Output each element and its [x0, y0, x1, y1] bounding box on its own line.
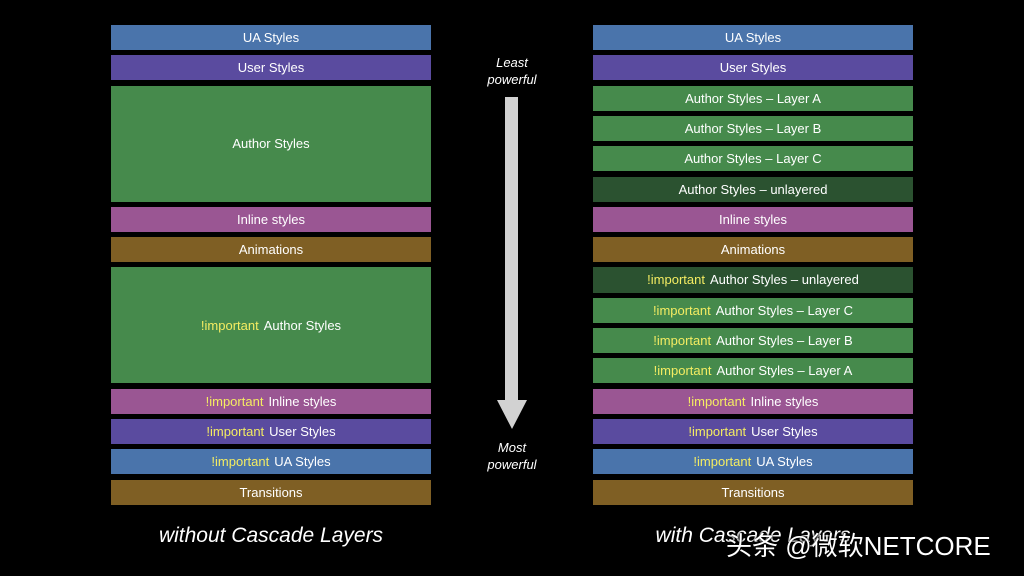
left-block-4: Animations: [111, 237, 431, 263]
important-prefix: !important: [647, 272, 705, 288]
block-label: UA Styles: [756, 454, 813, 470]
right-block-3: Author Styles – Layer B: [593, 115, 913, 142]
left-block-0: UA Styles: [111, 25, 431, 51]
important-prefix: !important: [687, 393, 746, 409]
right-block-2: Author Styles – Layer A: [593, 85, 913, 111]
block-label: Author Styles – Layer A: [716, 363, 853, 379]
block-label: Author Styles – Layer B: [716, 333, 853, 349]
most-label-line2: powerful: [487, 457, 537, 472]
important-prefix: !important: [688, 423, 747, 439]
block-label: User Styles: [269, 423, 336, 439]
least-powerful-label: Least powerful: [470, 54, 554, 88]
right-block-4: Author Styles – Layer C: [593, 146, 913, 172]
block-label: Author Styles – unlayered: [709, 272, 859, 288]
most-powerful-label: Most powerful: [470, 439, 554, 473]
block-label: Inline styles: [237, 211, 305, 227]
block-label: Author Styles – Layer C: [684, 151, 822, 167]
block-label: Author Styles: [232, 136, 310, 152]
block-label: Animations: [720, 242, 786, 258]
important-prefix: !important: [200, 317, 259, 333]
important-prefix: !important: [693, 454, 752, 470]
left-block-9: Transitions: [111, 479, 431, 505]
important-prefix: !important: [653, 363, 712, 379]
block-label: Inline styles: [719, 211, 787, 227]
important-prefix: !important: [211, 454, 270, 470]
important-prefix: !important: [653, 333, 712, 349]
block-label: Inline styles: [750, 393, 819, 409]
down-arrow-shaft: [505, 97, 518, 402]
right-block-1: User Styles: [593, 55, 913, 81]
least-label-line1: Least: [496, 55, 528, 70]
down-arrow-icon: [497, 400, 527, 429]
left-block-3: Inline styles: [111, 206, 431, 232]
right-block-7: Animations: [593, 237, 913, 263]
right-caption: with Cascade Layers: [655, 524, 851, 547]
block-label: Author Styles – unlayered: [678, 181, 828, 197]
block-label: User Styles: [237, 60, 305, 76]
right-block-5: Author Styles – unlayered: [593, 176, 913, 202]
block-label: Author Styles – Layer A: [685, 90, 821, 106]
left-block-1: User Styles: [111, 55, 431, 81]
block-label: User Styles: [719, 60, 787, 76]
block-label: UA Styles: [274, 454, 331, 470]
right-block-6: Inline styles: [593, 206, 913, 232]
right-block-0: UA Styles: [593, 25, 913, 51]
block-label: Author Styles – Layer C: [715, 302, 854, 318]
watermark: 头条 @微软NETCORE: [726, 531, 991, 561]
left-caption: without Cascade Layers: [158, 524, 384, 547]
important-prefix: !important: [652, 302, 711, 318]
least-label-line2: powerful: [487, 72, 537, 87]
block-label: UA Styles: [724, 30, 782, 46]
block-label: Inline styles: [268, 393, 337, 409]
block-label: Author Styles: [263, 317, 342, 333]
block-label: Author Styles – Layer B: [684, 120, 822, 136]
right-block-15: Transitions: [593, 479, 913, 505]
block-label: UA Styles: [242, 30, 300, 46]
important-prefix: !important: [205, 393, 264, 409]
most-label-line1: Most: [497, 440, 527, 455]
block-label: Transitions: [239, 484, 303, 500]
block-label: Animations: [238, 242, 304, 258]
block-label: Transitions: [721, 484, 785, 500]
important-prefix: !important: [206, 423, 265, 439]
block-label: User Styles: [751, 423, 818, 439]
left-block-2: Author Styles: [111, 85, 431, 202]
